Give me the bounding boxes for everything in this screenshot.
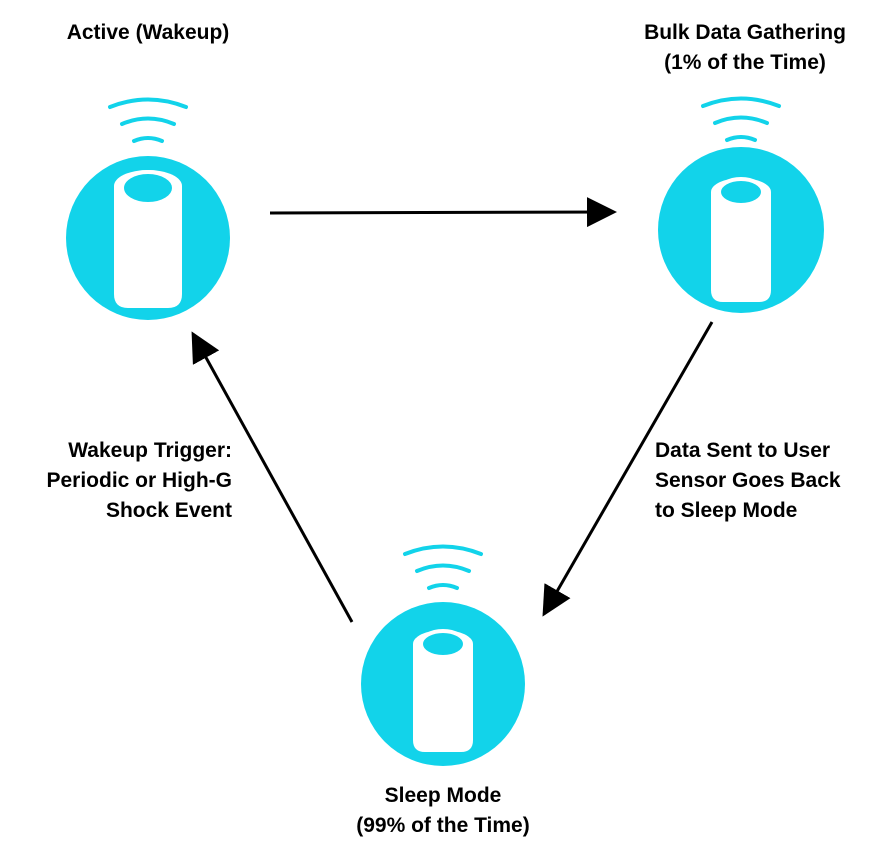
device-top (717, 177, 765, 207)
label-bulk-data-gathering: Bulk Data Gathering (1% of the Time) (620, 18, 870, 78)
label-data-sent: Data Sent to User Sensor Goes Back to Sl… (655, 436, 880, 526)
signal-waves-icon (108, 97, 188, 143)
arrow-active-to-bulk (269, 197, 617, 228)
signal-waves-icon (403, 544, 483, 590)
label-sleep-line2: (99% of the Time) (356, 814, 530, 837)
label-wakeup-line3: Shock Event (105, 499, 232, 522)
label-data-sent-line3: to Sleep Mode (655, 499, 798, 522)
label-data-sent-line1: Data Sent to User (655, 439, 831, 462)
sensor-device-icon (66, 97, 230, 320)
label-wakeup-line2: Periodic or High-G (46, 469, 232, 492)
device-top (419, 629, 467, 659)
arrow-bulk-to-sleep (542, 321, 714, 617)
label-data-sent-line2: Sensor Goes Back (655, 469, 841, 492)
sensor-device-icon (361, 544, 525, 766)
label-active-line1: Active (Wakeup) (66, 21, 230, 44)
device-body (413, 630, 473, 752)
label-bulk-line1: Bulk Data Gathering (644, 21, 846, 44)
device-body (711, 178, 771, 302)
label-active: Active (Wakeup) (48, 18, 248, 48)
device-top (120, 170, 176, 206)
label-wakeup-line1: Wakeup Trigger: (68, 439, 232, 462)
arrow-sleep-to-active (191, 331, 354, 623)
label-bulk-line2: (1% of the Time) (664, 51, 826, 74)
device-body (114, 170, 182, 308)
label-wakeup-trigger: Wakeup Trigger: Periodic or High-G Shock… (10, 436, 232, 526)
sensor-device-icon (658, 96, 824, 313)
signal-waves-icon (701, 96, 781, 142)
label-sleep-mode: Sleep Mode (99% of the Time) (318, 781, 568, 841)
label-sleep-line1: Sleep Mode (384, 784, 502, 807)
